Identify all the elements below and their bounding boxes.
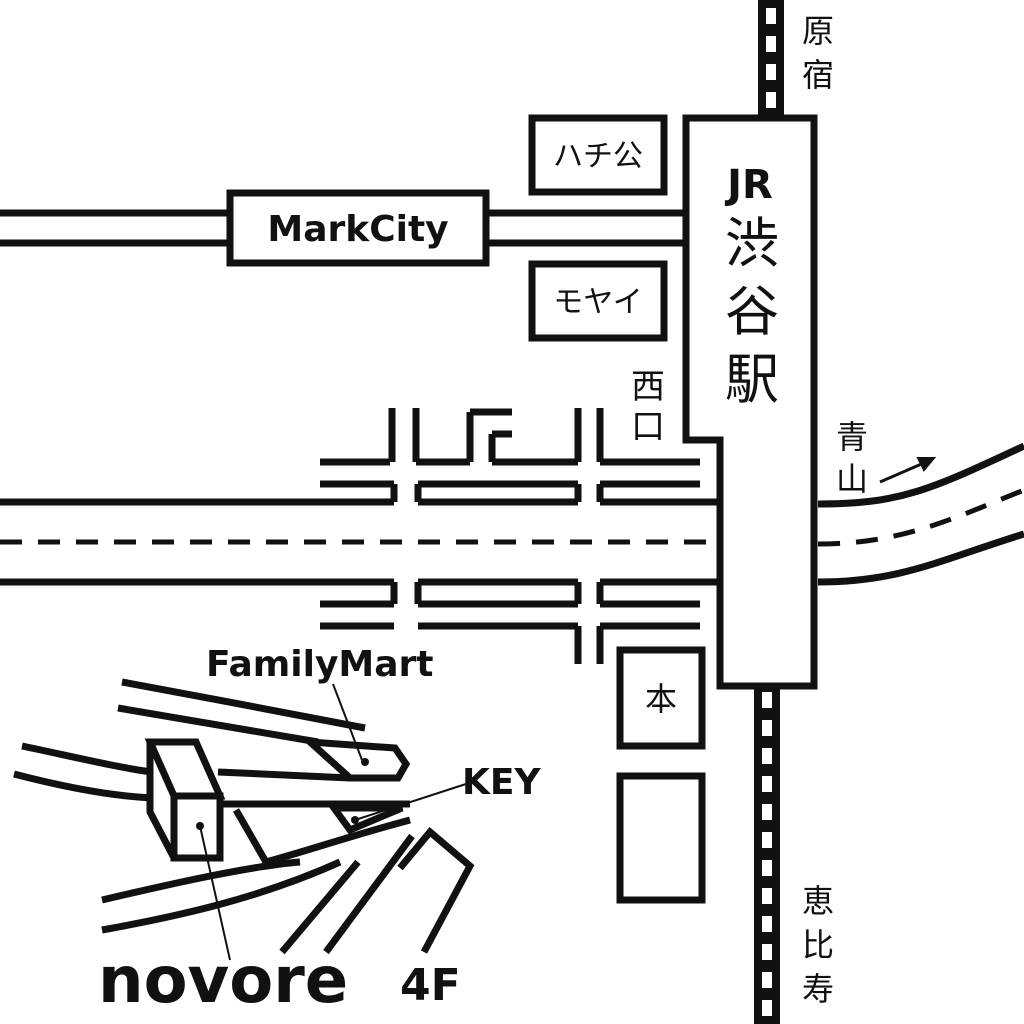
label-ebisu-char1: 恵 <box>802 882 834 920</box>
dogenzaka-streets <box>13 678 475 955</box>
hachiko-box <box>528 114 668 196</box>
label-familymart: FamilyMart <box>206 644 434 685</box>
label-harajuku-line2: 宿 <box>802 56 834 94</box>
markcity-box <box>226 189 490 267</box>
label-harajuku-line1: 原 <box>802 12 834 50</box>
label-aoyama-char2: 山 <box>836 460 868 498</box>
label-station-char2: 谷 <box>725 280 779 343</box>
label-station-char3: 駅 <box>725 348 779 411</box>
label-station-char1: 渋 <box>725 212 779 275</box>
label-key: KEY <box>462 762 541 803</box>
novore-building <box>144 738 231 961</box>
jr-railway-north <box>758 0 784 118</box>
label-jr: JR <box>724 162 773 208</box>
label-moyai: モヤイ <box>553 285 642 320</box>
jr-shibuya-station-building <box>682 114 818 690</box>
jr-railway-south <box>754 684 780 1024</box>
label-novore: novore <box>98 944 348 1018</box>
label-nishiguchi-char2: 口 <box>631 407 665 447</box>
hon-box <box>616 646 706 750</box>
key-block <box>327 804 404 835</box>
label-hachiko: ハチ公 <box>553 139 643 174</box>
label-markcity: MarkCity <box>267 209 448 250</box>
arrow-right-icon <box>879 457 937 484</box>
main-road-west <box>0 498 720 586</box>
familymart-block <box>300 737 411 782</box>
label-ebisu-char2: 比 <box>802 926 834 964</box>
building-south <box>616 772 706 904</box>
label-ebisu-char3: 寿 <box>802 970 834 1008</box>
label-nishiguchi-char1: 西 <box>631 367 665 407</box>
moyai-box <box>528 260 668 342</box>
label-aoyama-char1: 青 <box>836 418 868 456</box>
street-grid <box>320 408 700 664</box>
aoyama-road <box>817 442 1024 586</box>
label-floor: 4F <box>400 960 461 1011</box>
label-hon: 本 <box>645 680 677 718</box>
